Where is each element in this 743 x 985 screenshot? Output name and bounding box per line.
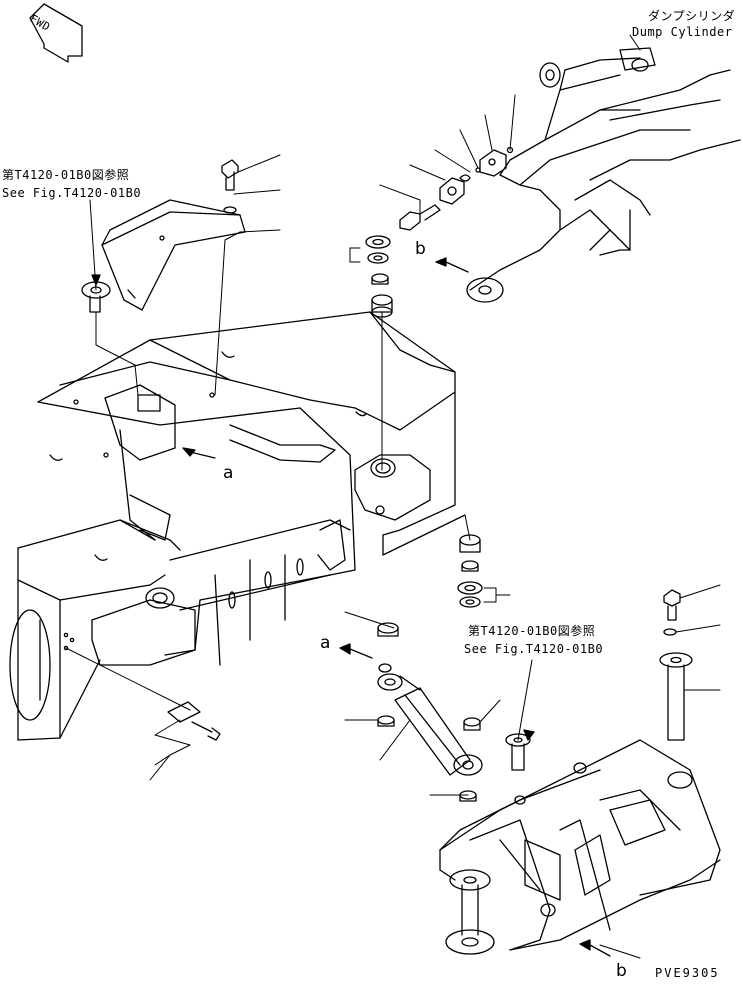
callout-b-lower: b [616, 961, 627, 981]
dump-cylinder-linkage [466, 47, 741, 303]
drawing-code: PVE9305 [655, 966, 720, 980]
fwd-arrow-icon [29, 3, 83, 63]
cover-plate [101, 199, 246, 311]
ref-right-jp: 第T4120-01B0図参照 [468, 624, 596, 638]
main-frame [9, 311, 466, 741]
callout-arrows [91, 257, 611, 957]
ref-right-en: See Fig.T4120-01B0 [464, 642, 604, 656]
ref-left-jp: 第T4120-01B0図参照 [2, 168, 130, 182]
leader-lines [65, 34, 721, 959]
pin-assembly-b [399, 146, 514, 231]
name-plate-bolt [167, 701, 221, 741]
callout-b-upper: b [415, 239, 426, 259]
rear-frame [439, 739, 721, 955]
dump-cylinder-label-en: Dump Cylinder [632, 25, 733, 39]
dump-cylinder-label-jp: ダンプシリンダ [648, 9, 736, 23]
washer-stack-right [457, 534, 483, 608]
steering-cylinder [377, 622, 483, 802]
callout-a-upper: a [223, 463, 234, 483]
pin-far-right [659, 589, 693, 741]
washer-stack-upper [365, 235, 393, 318]
bolt-top-left [221, 159, 239, 214]
ref-left-en: See Fig.T4120-01B0 [2, 186, 142, 200]
callout-a-lower: a [320, 633, 331, 653]
